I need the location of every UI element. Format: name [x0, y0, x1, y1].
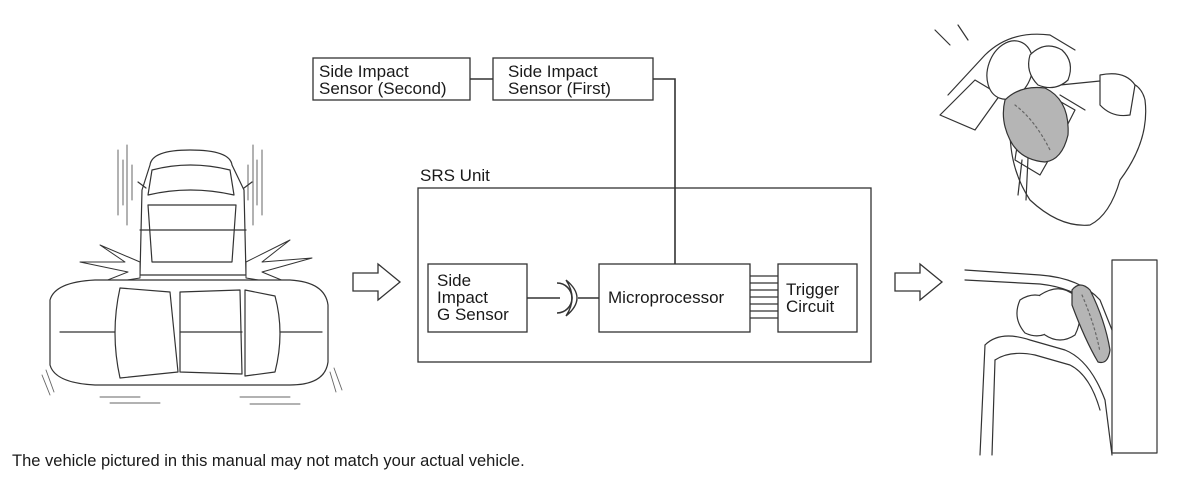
motion-lines [117, 144, 263, 226]
sensor-to-microprocessor-wire [653, 78, 676, 264]
rear-view-airbag-illustration [964, 259, 1158, 456]
struck-car [49, 279, 329, 386]
side-collision-illustration [41, 144, 343, 405]
side-airbag-deployed [1002, 86, 1069, 163]
impact-burst [79, 239, 313, 287]
sensor-second-box [312, 57, 471, 101]
striking-car [137, 149, 253, 276]
flow-arrow-right [894, 262, 944, 302]
microprocessor-label: Microprocessor [608, 288, 725, 307]
trigger-circuit-label: Trigger Circuit [786, 280, 840, 316]
sensor-second-label: Side Impact Sensor (Second) [319, 62, 447, 98]
barrier [1111, 259, 1158, 454]
block-diagram [312, 57, 872, 363]
srs-unit-label: SRS Unit [420, 166, 490, 185]
bus-lines [750, 275, 778, 319]
curtain-airbag-deployed [1071, 284, 1111, 364]
trigger-circuit-box [777, 263, 858, 333]
g-sensor-box [427, 263, 528, 333]
sensor-first-label: Side Impact Sensor (First) [508, 62, 611, 98]
microprocessor-box [598, 263, 751, 333]
sensor-first-box [492, 57, 654, 101]
interior-airbag-illustration [934, 24, 1147, 226]
flow-arrow-left [352, 262, 402, 302]
g-sensor-label: Side Impact G Sensor [437, 271, 509, 324]
ground-lines [41, 367, 343, 405]
disclaimer-note: The vehicle pictured in this manual may … [12, 452, 525, 470]
connectors [470, 78, 778, 319]
